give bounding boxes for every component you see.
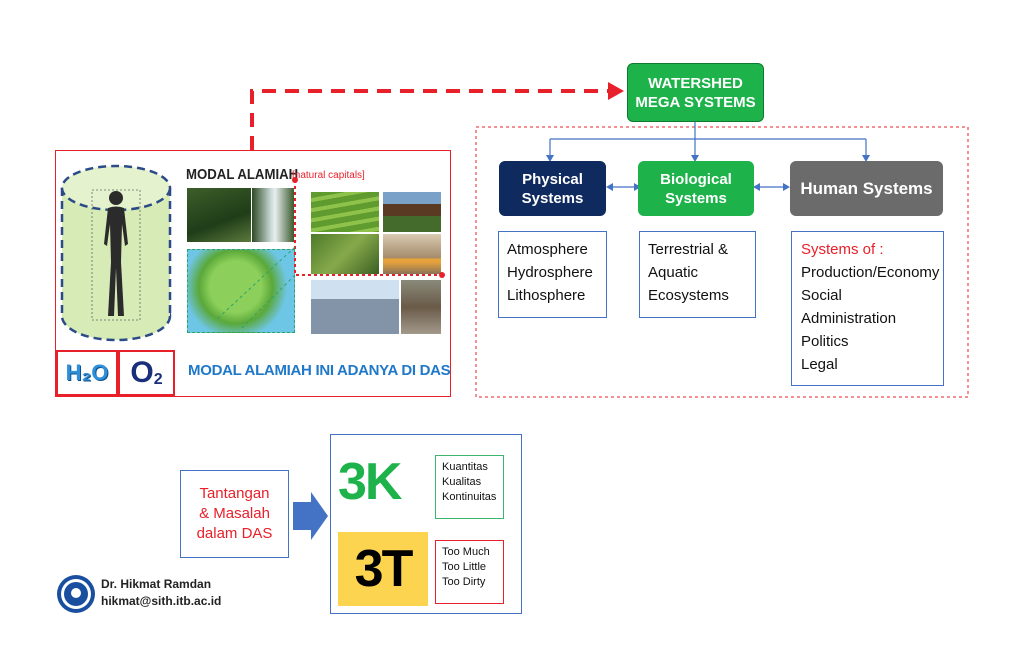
natural-capital-heading: MODAL ALAMIAH [186,166,299,183]
list-item: Terrestrial & [648,241,729,258]
human-systems-heading: Systems of : [801,241,884,258]
list-item: Administration [801,310,897,327]
watershed-line1: WATERSHED [648,74,743,92]
physical-systems-list: Atmosphere Hydrosphere Lithosphere [498,231,607,318]
3k-3t-panel [330,434,522,614]
3k-label: 3K [338,453,403,511]
author-email: hikmat@sith.itb.ac.id [101,594,222,608]
mining-photo [383,234,441,274]
list-item: Ecosystems [648,287,729,304]
farmer-photo [311,234,379,274]
list-item: Social [801,287,842,304]
o2-letter: O [130,356,154,389]
h2o-box: H₂O [56,350,118,396]
natural-capital-subtitle: [natural capitals] [292,170,365,181]
3t-label: 3T [354,540,414,598]
list-item: Kuantitas [442,461,488,473]
waterfall-photo [252,188,294,242]
list-item: Kualitas [442,476,482,488]
list-item: Politics [801,333,849,350]
systems-frame [475,126,969,398]
natural-capital-title: MODAL ALAMIAH [186,166,314,184]
3t-list: Too Much Too Little Too Dirty [435,540,504,604]
watershed-connectors [549,122,867,160]
3k-list: Kuantitas Kualitas Kontinuitas [435,455,504,519]
biological-systems-box: Biological Systems [638,161,754,216]
biological-systems-list: Terrestrial & Aquatic Ecosystems [639,231,756,318]
house-photo [383,192,441,232]
author-name: Dr. Hikmat Ramdan [101,577,212,591]
challenge-box: Tantangan & Masalah dalam DAS [180,470,289,558]
list-item: Production/Economy [801,264,940,281]
challenge-line1: Tantangan [199,485,270,502]
biological-systems-line1: Biological [660,170,732,188]
human-systems-label: Human Systems [800,179,933,198]
challenge-arrow [293,492,328,540]
list-item: Aquatic [648,264,699,281]
rice-terrace-photo [311,192,379,232]
natural-capital-footer: MODAL ALAMIAH INI ADANYA DI DAS [188,362,451,379]
human-cylinder-illustration [60,164,172,342]
list-item: Lithosphere [507,287,586,304]
biological-systems-line2: Systems [665,189,727,207]
human-systems-box: Human Systems [790,161,943,216]
human-silhouette-icon [104,191,128,316]
physical-systems-box: Physical Systems [499,161,606,216]
h2o-label: H₂O [65,360,109,385]
zoom-lines [215,177,445,331]
erosion-photo [401,280,441,334]
o2-subscript: 2 [153,371,163,388]
list-item: Hydrosphere [507,264,593,281]
physical-systems-line2: Systems [521,189,584,207]
list-item: Legal [801,356,838,373]
physical-systems-line1: Physical [522,170,583,188]
itb-seal-icon [57,575,95,613]
challenge-line2: & Masalah [199,505,270,522]
city-photo [311,280,399,334]
dashed-arrow-to-watershed [250,89,612,150]
watershed-line2: MEGA SYSTEMS [635,93,756,111]
dashed-arrow-head [608,82,624,100]
list-item: Too Little [442,561,487,573]
list-item: Too Much [442,546,490,558]
human-systems-list: Systems of : Production/Economy Social A… [791,231,944,386]
watershed-mega-systems-box: WATERSHED MEGA SYSTEMS [627,63,764,122]
list-item: Too Dirty [442,576,486,588]
challenge-line3: dalam DAS [196,525,273,542]
list-item: Atmosphere [507,241,588,258]
list-item: Kontinuitas [442,491,497,503]
3t-label-box: 3T [338,532,428,606]
forest-photo [187,188,251,242]
